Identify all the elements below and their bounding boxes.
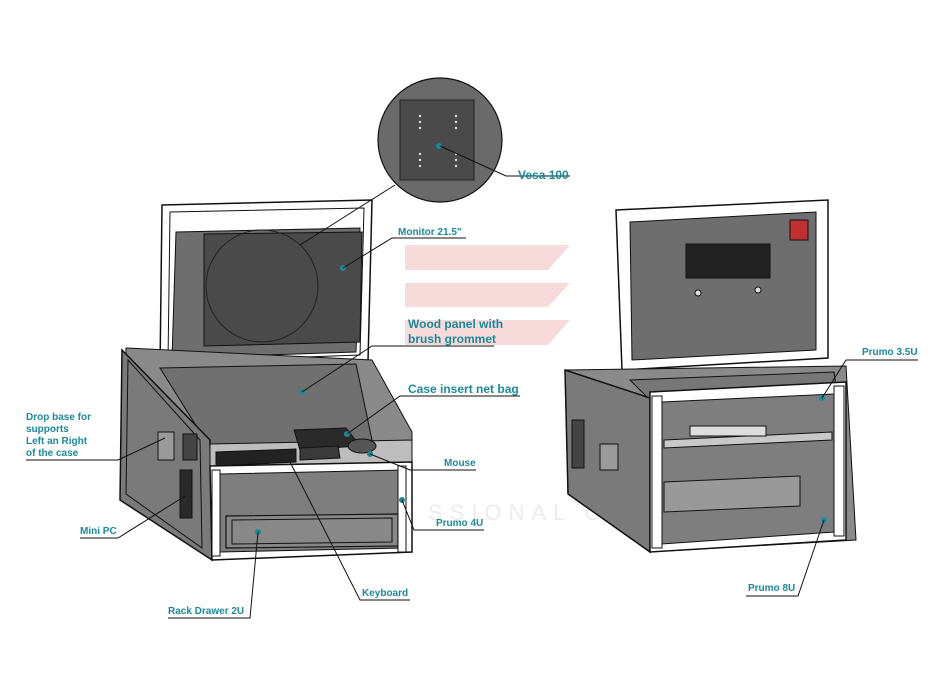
label-rack-drawer: Rack Drawer 2U bbox=[168, 606, 245, 617]
label-drop-base-1: Drop base for bbox=[26, 412, 92, 423]
mouse bbox=[347, 438, 377, 454]
leader-rack-drawer bbox=[168, 531, 259, 619]
right-lid-inner bbox=[629, 211, 817, 361]
left-case bbox=[119, 199, 413, 562]
label-vesa: Vesa 100 bbox=[518, 168, 569, 182]
right-case bbox=[564, 199, 857, 554]
leader-lines bbox=[26, 145, 918, 619]
logo-watermark bbox=[405, 245, 570, 345]
leader-keyboard bbox=[289, 461, 410, 601]
right-shelf-lower bbox=[663, 475, 801, 513]
prumo-rail-left bbox=[211, 469, 221, 557]
label-mini-pc: Mini PC bbox=[80, 526, 117, 537]
left-latch-2 bbox=[179, 469, 193, 519]
label-wood-panel-1: Wood panel with bbox=[408, 317, 504, 331]
leader-net-bag bbox=[346, 395, 520, 435]
label-monitor: Monitor 21.5" bbox=[398, 227, 462, 238]
leader-drop-base bbox=[26, 437, 166, 461]
label-prumo-4u: Prumo 4U bbox=[436, 518, 484, 529]
leader-mini-pc bbox=[80, 495, 186, 539]
label-drop-base-2: supports bbox=[26, 424, 69, 435]
leader-vesa bbox=[439, 145, 570, 177]
monitor-circle bbox=[205, 229, 319, 343]
right-lid-badge bbox=[789, 219, 809, 241]
leader-mouse bbox=[369, 453, 476, 471]
right-shelf-upper bbox=[663, 431, 833, 449]
leader-prumo-8u bbox=[746, 519, 825, 597]
prumo-rail-r-left bbox=[651, 395, 663, 549]
prumo-rail-right bbox=[397, 465, 407, 553]
keypad bbox=[299, 445, 341, 461]
label-prumo-8u: Prumo 8U bbox=[748, 583, 796, 594]
leader-monitor bbox=[342, 237, 466, 269]
right-rack-opening bbox=[661, 393, 835, 545]
leader-prumo-35u bbox=[821, 359, 918, 399]
vesa-zoom bbox=[299, 77, 503, 246]
prumo-rail-r-right bbox=[833, 385, 845, 537]
right-lid-vent bbox=[685, 243, 771, 279]
label-mouse: Mouse bbox=[444, 458, 476, 469]
monitor-screen bbox=[203, 231, 363, 347]
leader-prumo-4u bbox=[401, 499, 484, 531]
keyboard bbox=[215, 448, 297, 467]
label-prumo-35u: Prumo 3.5U bbox=[862, 347, 918, 358]
label-keyboard: Keyboard bbox=[362, 588, 409, 599]
left-tray bbox=[159, 363, 373, 449]
label-wood-panel-2: brush grommet bbox=[408, 332, 497, 346]
label-drop-base-4: of the case bbox=[26, 448, 79, 459]
left-latch-1 bbox=[157, 431, 175, 461]
label-drop-base-3: Left an Right bbox=[26, 436, 88, 447]
label-net-bag: Case insert net bag bbox=[408, 382, 519, 396]
leader-wood-panel bbox=[301, 345, 494, 393]
